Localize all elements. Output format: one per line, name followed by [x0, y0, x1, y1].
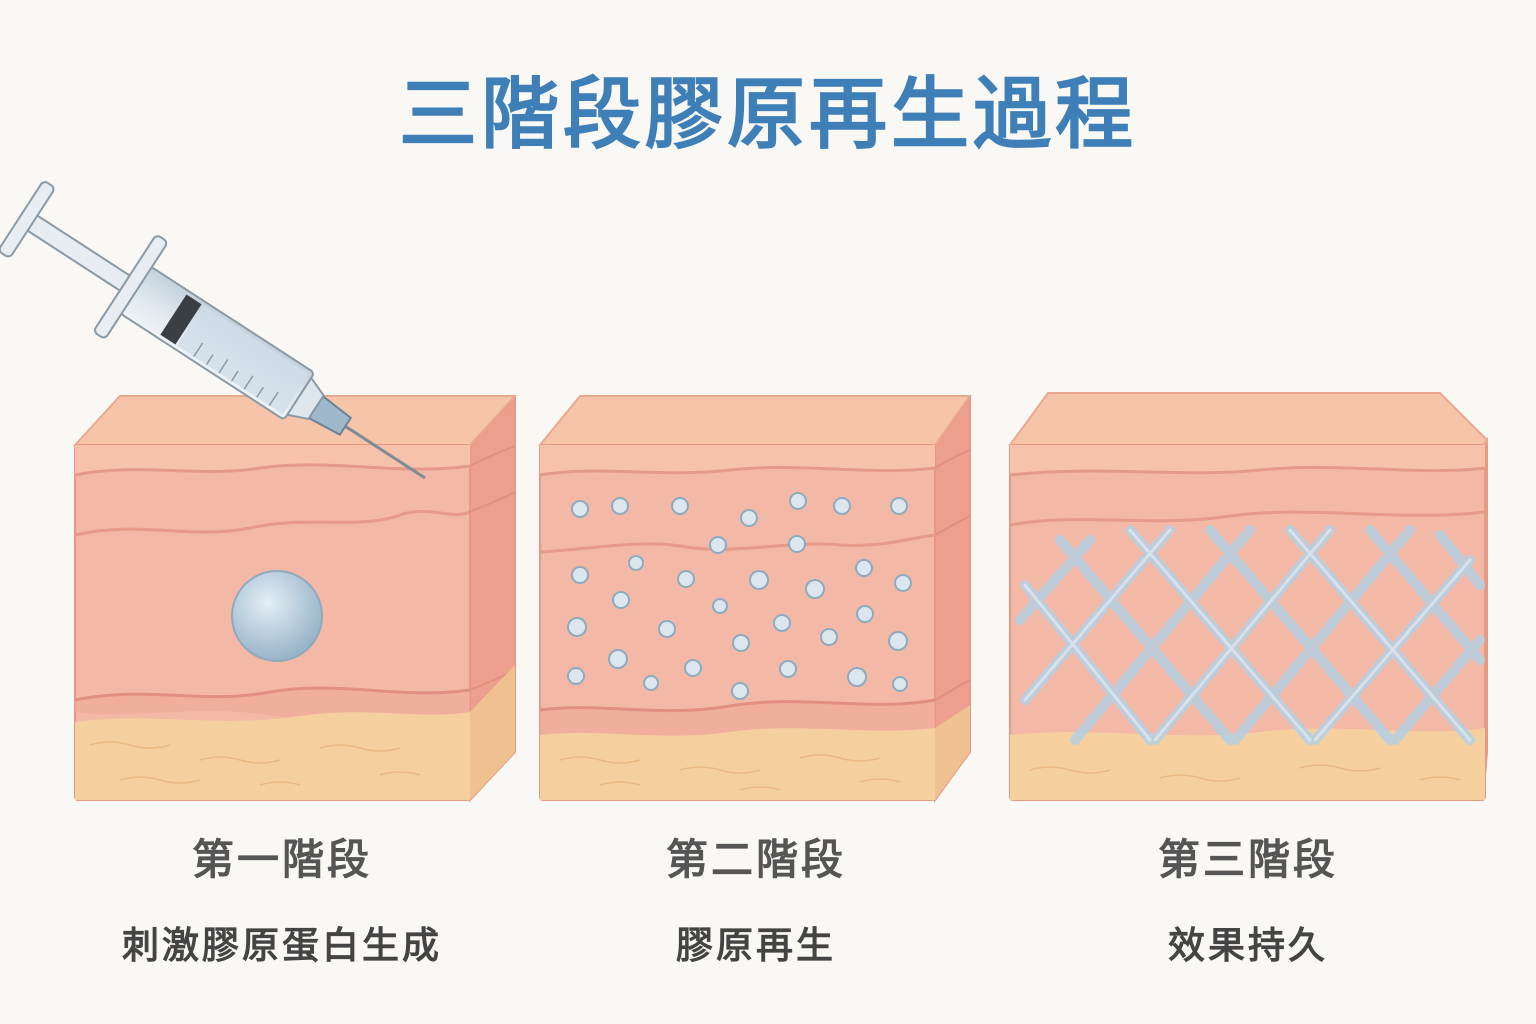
syringe-icon — [0, 181, 426, 480]
stage-1-desc: 刺激膠原蛋白生成 — [122, 924, 442, 967]
stage-3-desc: 效果持久 — [1168, 924, 1328, 967]
stage-3-label: 第三階段 效果持久 — [1018, 826, 1478, 969]
collagen-dots-icon — [567, 492, 912, 700]
skin-block-stage-2 — [537, 394, 972, 804]
stage-3-name: 第三階段 — [1157, 835, 1338, 884]
skin-block-stage-1 — [72, 395, 518, 803]
stage-1-name: 第一階段 — [191, 835, 372, 884]
stage-2-label: 第二階段 膠原再生 — [526, 826, 986, 969]
stage-2-desc: 膠原再生 — [676, 924, 836, 967]
stage-1-label: 第一階段 刺激膠原蛋白生成 — [52, 826, 512, 969]
filler-droplet-icon — [231, 570, 323, 662]
page-title: 三階段膠原再生過程 — [398, 70, 1137, 160]
stage-2-name: 第二階段 — [665, 835, 846, 884]
skin-block-stage-3 — [1008, 392, 1489, 801]
